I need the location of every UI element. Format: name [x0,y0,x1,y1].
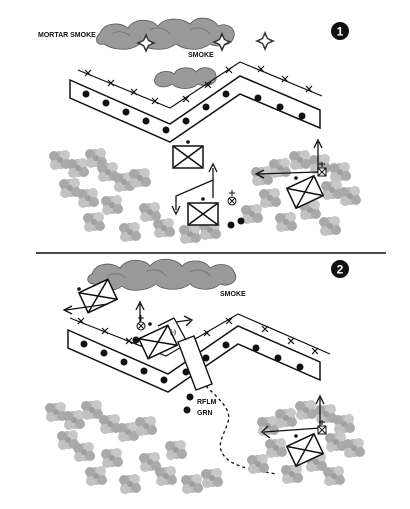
panel-1: 1 MORTAR SMOKE SMOKE [38,17,361,244]
smoke-label: SMOKE [220,291,246,298]
infantry-unit-symbol [187,197,219,226]
movement-arrow [135,300,194,341]
smoke-cloud [87,258,237,291]
crossed-circle-icon [227,190,237,206]
step-number-2: 2 [337,263,344,277]
breach-lane [177,335,213,391]
infantry-unit-symbol [172,140,204,169]
mortar-smoke-cloud [96,17,235,50]
step-number-1: 1 [337,25,344,39]
wire-obstacle [77,61,323,109]
infantry-unit-symbol-reduced [137,322,179,360]
position-marker [237,217,245,225]
mortar-smoke-label: MORTAR SMOKE [38,32,96,39]
rflm-position-marker [186,393,194,401]
assault-route [205,385,277,475]
smoke-cloud [154,67,217,89]
crossed-square-icon [317,162,327,177]
infantry-unit-symbol [285,174,325,210]
crossed-square-icon [317,420,327,435]
reduced-unit-label: (-) [170,330,176,336]
grn-label: GRN [197,410,213,417]
shell-burst-icon [255,31,275,51]
movement-arrow [254,138,323,179]
movement-arrow [261,394,325,439]
movement-arrow [171,162,218,216]
step-badge-2: 2 [331,260,349,278]
trench-line [69,75,321,143]
step-badge-1: 1 [331,22,349,40]
infantry-unit-symbol [285,432,325,468]
smoke-label: SMOKE [188,52,214,59]
position-marker [227,221,235,229]
crossed-circle-icon [136,315,146,331]
grn-position-marker [183,406,191,414]
rflm-label: RFLM [197,399,217,406]
position-marker [132,336,140,344]
movement-arrow [62,303,109,315]
infantry-unit-symbol [77,278,119,314]
panel-2: 2 SMOKE [45,258,365,494]
